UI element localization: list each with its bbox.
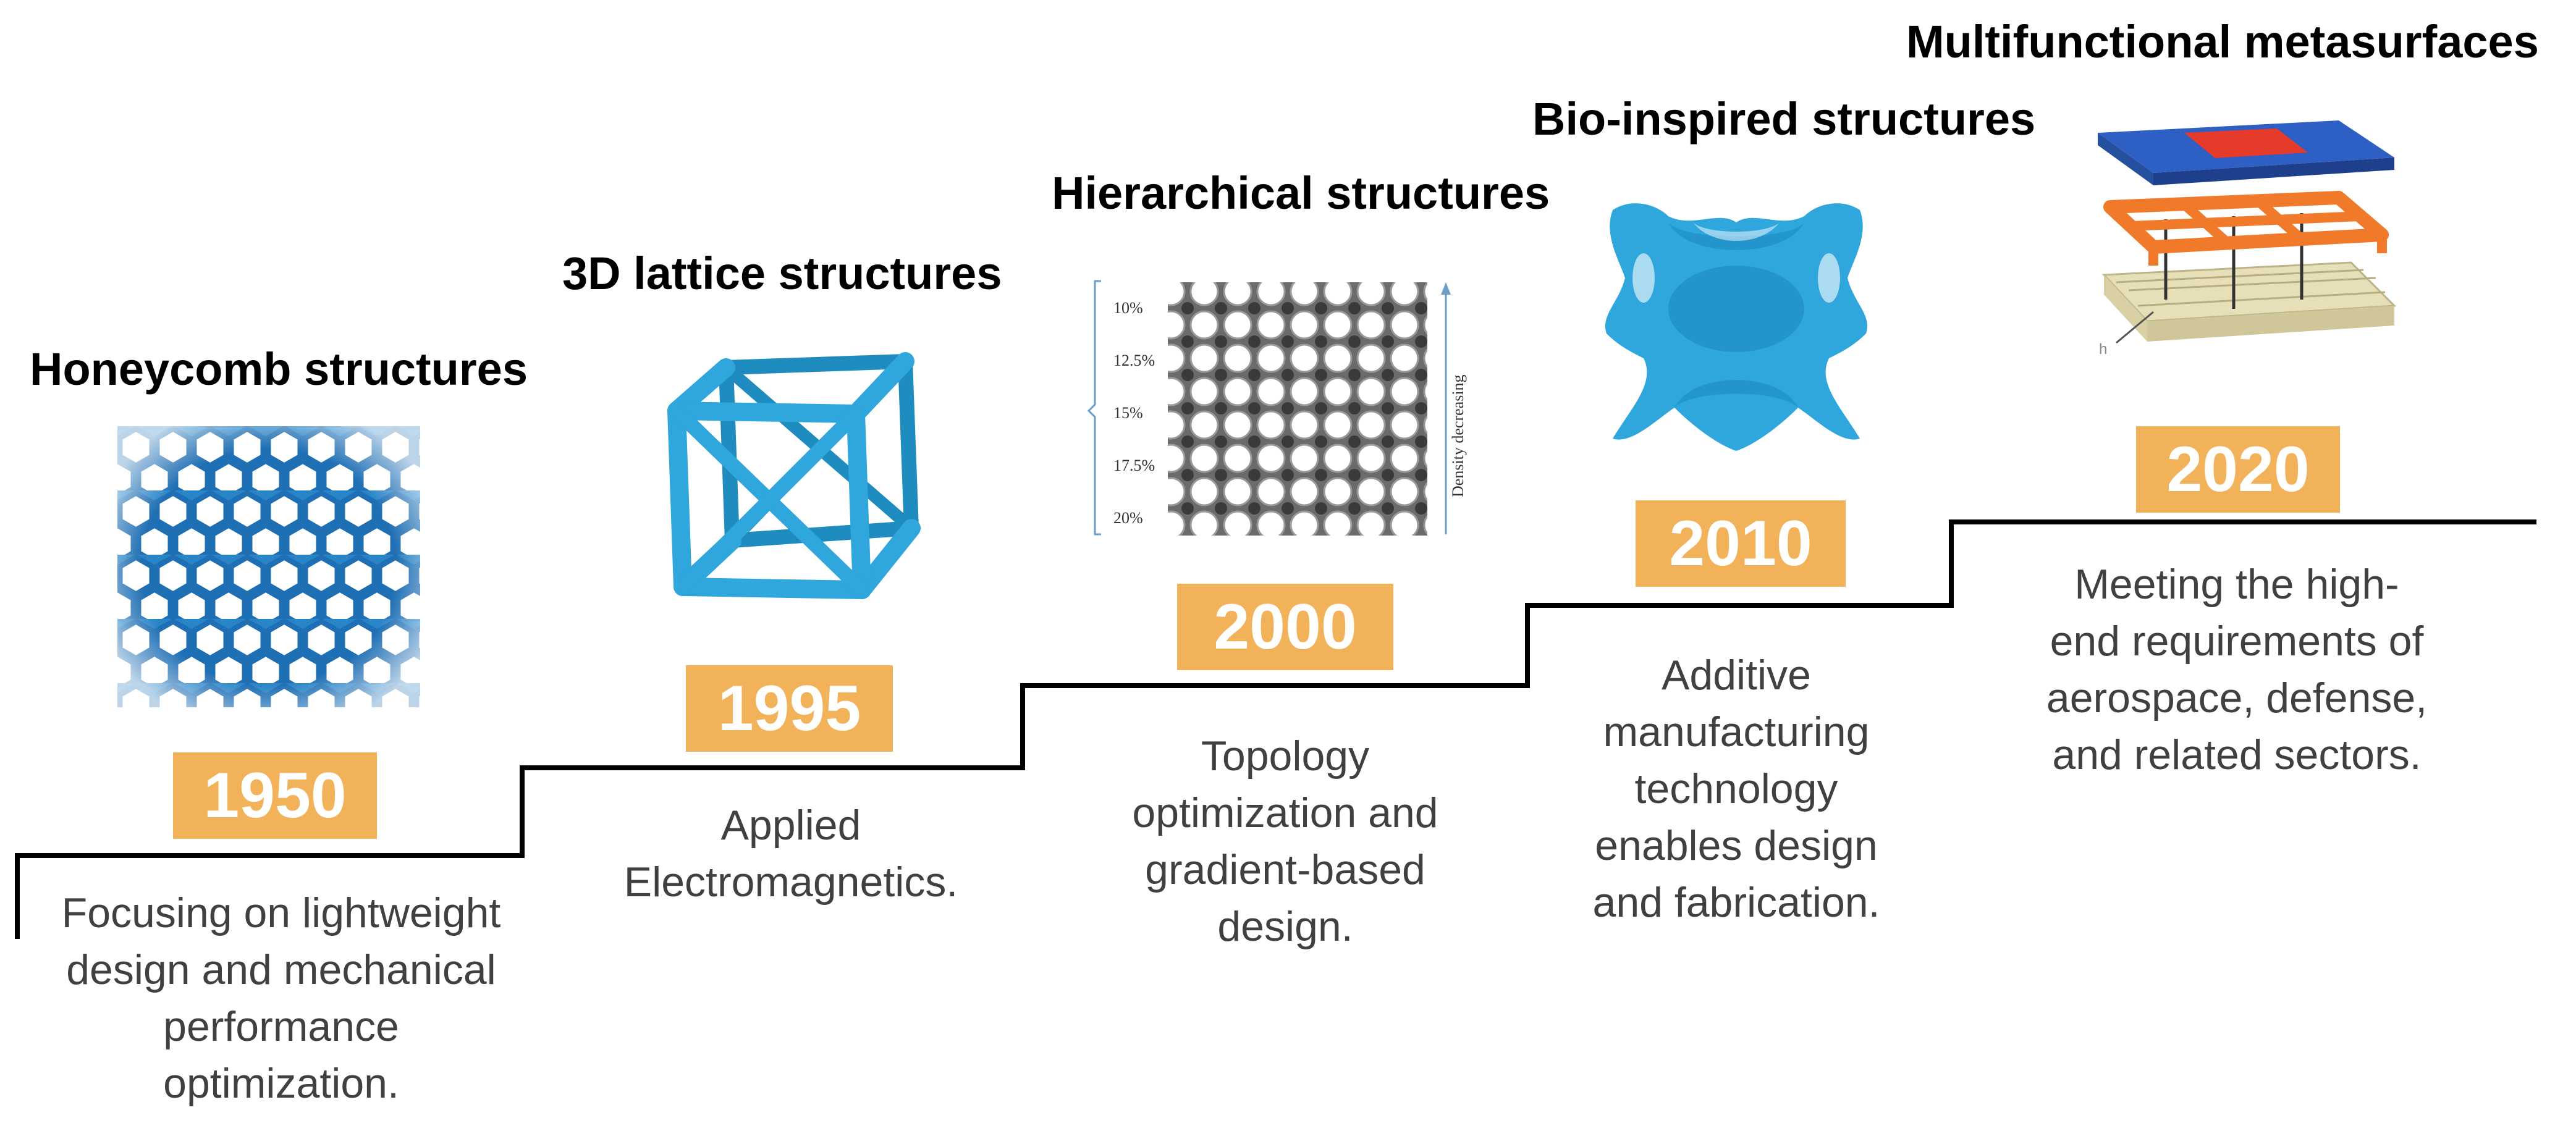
milestone-1995-year: 1995: [686, 665, 893, 752]
milestone-1950-description: Focusing on lightweight design and mecha…: [19, 885, 544, 1112]
description-line: Meeting the high-: [2074, 561, 2399, 608]
milestone-1950-year: 1950: [173, 752, 377, 839]
density-arrow-label: Density decreasing: [1449, 374, 1467, 497]
milestone-2000-description: Topology optimization and gradient-based…: [1050, 728, 1520, 955]
description-line: enables design: [1595, 822, 1878, 869]
description-line: optimization.: [163, 1060, 399, 1107]
metasurface-stack-image: h: [2098, 120, 2397, 358]
description-line: Applied: [720, 802, 861, 849]
lattice-cube-image: [667, 352, 921, 599]
density-label: 10%: [1113, 299, 1143, 317]
description-line: and fabrication.: [1592, 879, 1880, 926]
density-label: 17.5%: [1113, 456, 1155, 474]
description-line: optimization and: [1132, 789, 1438, 836]
milestone-2020-title: Multifunctional metasurfaces: [1906, 16, 2539, 67]
milestone-2000-title: Hierarchical structures: [1052, 167, 1550, 219]
gyroid-structure-image: [1605, 203, 1868, 451]
description-line: end requirements of: [2050, 618, 2424, 665]
density-label: 15%: [1113, 404, 1143, 422]
honeycomb-structure-image: [117, 426, 420, 707]
description-line: performance: [163, 1003, 399, 1050]
description-line: design.: [1217, 903, 1353, 950]
description-line: manufacturing: [1603, 708, 1870, 755]
milestone-2000-year: 2000: [1177, 584, 1393, 670]
milestone-2010-title: Bio-inspired structures: [1532, 93, 2036, 145]
milestone-2010-description: Additive manufacturing technology enable…: [1526, 647, 1946, 931]
description-line: design and mechanical: [66, 946, 496, 993]
milestone-2020-year: 2020: [2136, 426, 2340, 513]
milestone-1995-title: 3D lattice structures: [562, 248, 1002, 299]
graded-lattice-image: 10% 12.5% 15% 17.5% 20% Density decreasi…: [1087, 280, 1467, 536]
milestone-2020-description: Meeting the high- end requirements of ae…: [2002, 556, 2472, 783]
milestone-1950-title: Honeycomb structures: [30, 343, 528, 395]
svg-text:h: h: [2099, 341, 2107, 358]
description-line: Topology: [1201, 733, 1370, 780]
density-label: 20%: [1113, 509, 1143, 527]
description-line: Additive: [1662, 652, 1811, 699]
description-line: aerospace, defense,: [2046, 675, 2428, 721]
description-line: Electromagnetics.: [623, 859, 958, 906]
description-line: Focusing on lightweight: [61, 889, 501, 936]
description-line: gradient-based: [1145, 846, 1425, 893]
milestone-1995-description: Applied Electromagnetics.: [556, 797, 1026, 910]
density-label: 12.5%: [1113, 351, 1155, 369]
description-line: and related sectors.: [2052, 731, 2422, 778]
description-line: technology: [1634, 765, 1838, 812]
milestone-2010-year: 2010: [1636, 500, 1846, 587]
